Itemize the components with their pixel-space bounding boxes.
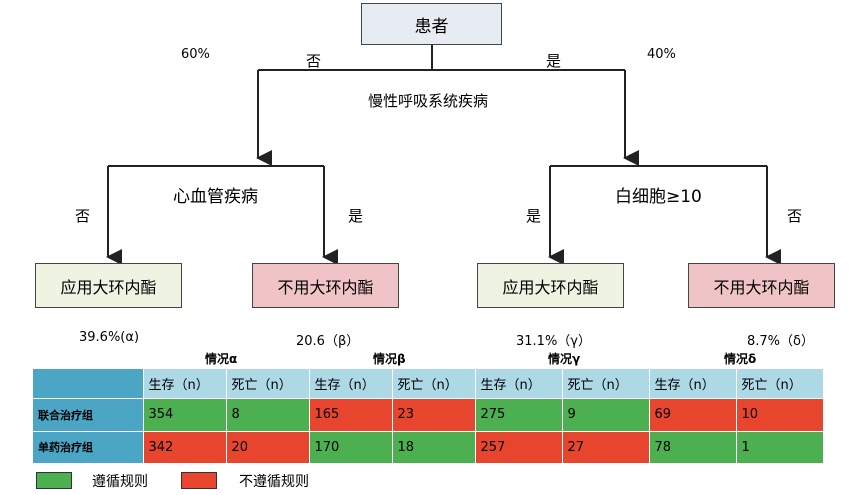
table-cell: 20: [225, 430, 309, 463]
leaf3-pct: 31.1%（γ）: [516, 334, 591, 349]
col-header-death: 死亡（n）: [225, 369, 309, 398]
leaf-no-macrolide-1: 不用大环内酯: [252, 263, 399, 308]
table-cell: 69: [648, 397, 736, 431]
leaf-use-macrolide-2: 应用大环内酯: [477, 263, 624, 308]
results-table: 生存（n） 死亡（n） 生存（n） 死亡（n） 生存（n） 死亡（n） 生存（n…: [33, 369, 823, 463]
root-left-branch-label: 否: [306, 52, 322, 70]
leaf1-pct: 39.6%(α): [79, 330, 140, 345]
table-cell: 78: [648, 430, 736, 463]
row-label-monotherapy: 单药治疗组: [33, 430, 143, 463]
col-header-survive: 生存（n）: [474, 369, 562, 398]
right-split-label: 白细胞≥10: [615, 187, 702, 207]
col-header-survive: 生存（n）: [142, 369, 226, 398]
table-row-monotherapy: 单药治疗组 342 20 170 18 257 27 78 1: [33, 430, 823, 463]
legend-follow-swatch: [36, 472, 72, 489]
col-header-death: 死亡（n）: [561, 369, 649, 398]
table-cell: 354: [142, 397, 226, 431]
table-cell: 170: [308, 430, 392, 463]
legend-not-follow-swatch: [181, 472, 217, 489]
situation-alpha-header: 情况α: [205, 352, 238, 366]
left-split-label: 心血管疾病: [173, 187, 258, 207]
table-row-combination: 联合治疗组 354 8 165 23 275 9 69 10: [33, 397, 823, 431]
table-cell: 1: [735, 430, 823, 463]
col-header-death: 死亡（n）: [735, 369, 823, 398]
root-right-branch-label: 是: [546, 52, 562, 70]
leaf-no-macrolide-2: 不用大环内酯: [688, 263, 835, 308]
situation-beta-header: 情况β: [373, 352, 406, 366]
table-cell: 257: [474, 430, 562, 463]
root-left-pct: 60%: [181, 47, 210, 62]
table-header-row: 生存（n） 死亡（n） 生存（n） 死亡（n） 生存（n） 死亡（n） 生存（n…: [33, 369, 823, 398]
col-header-survive: 生存（n）: [648, 369, 736, 398]
split-root-label: 慢性呼吸系统疾病: [368, 92, 489, 110]
table-cell: 27: [561, 430, 649, 463]
situation-delta-header: 情况δ: [724, 352, 757, 366]
row-label-combination: 联合治疗组: [33, 397, 143, 431]
table-cell: 8: [225, 397, 309, 431]
tree-lines: [106, 44, 781, 265]
leaf4-pct: 8.7%（δ）: [747, 334, 814, 349]
legend-not-follow-label: 不遵循规则: [239, 474, 309, 490]
table-cell: 23: [391, 397, 475, 431]
right-right-branch-label: 否: [787, 207, 803, 225]
table-corner-cell: [33, 369, 143, 398]
table-cell: 165: [308, 397, 392, 431]
leaf-use-macrolide-1: 应用大环内酯: [35, 263, 182, 308]
right-left-branch-label: 是: [526, 207, 542, 225]
table-cell: 275: [474, 397, 562, 431]
situation-gamma-header: 情况γ: [548, 352, 581, 366]
table-cell: 9: [561, 397, 649, 431]
left-right-branch-label: 是: [348, 207, 364, 225]
col-header-death: 死亡（n）: [391, 369, 475, 398]
table-cell: 18: [391, 430, 475, 463]
table-cell: 342: [142, 430, 226, 463]
root-right-pct: 40%: [647, 47, 676, 62]
legend-follow-label: 遵循规则: [92, 474, 148, 490]
table-cell: 10: [735, 397, 823, 431]
col-header-survive: 生存（n）: [308, 369, 392, 398]
root-node: 患者: [361, 3, 502, 45]
leaf2-pct: 20.6（β）: [296, 334, 360, 349]
left-left-branch-label: 否: [75, 207, 91, 225]
